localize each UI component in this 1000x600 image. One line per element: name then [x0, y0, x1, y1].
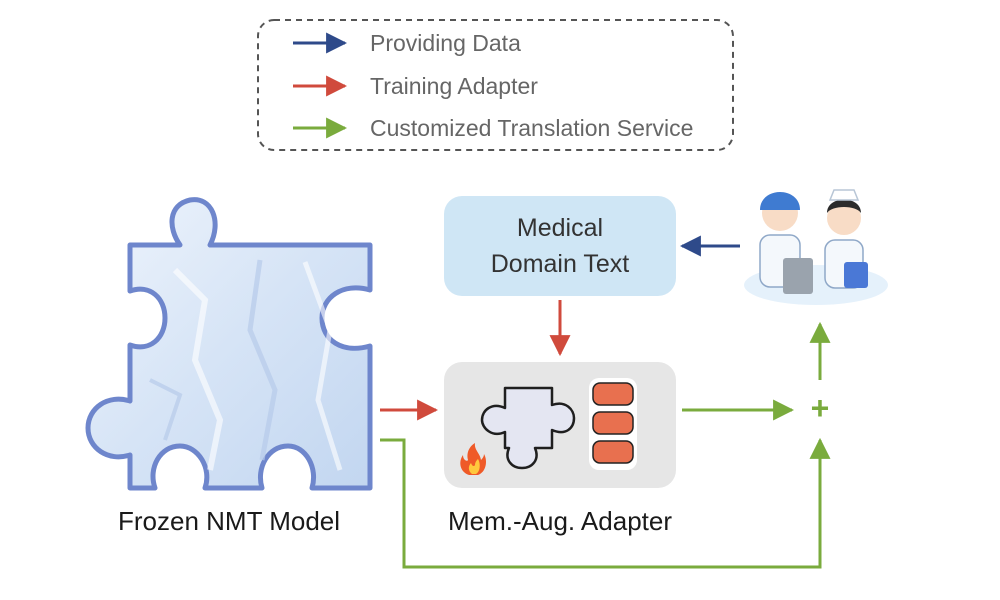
legend-label-training-adapter: Training Adapter: [370, 73, 538, 99]
medical-box-bg: [444, 196, 676, 296]
nurse-hair: [827, 199, 861, 213]
memory-cell: [592, 382, 634, 406]
combine-plus-symbol: +: [811, 390, 830, 426]
ice-streak: [172, 267, 224, 471]
legend-border: [257, 19, 734, 151]
fire-inner: [468, 459, 480, 474]
doctor-cap: [760, 192, 800, 210]
ice-streak: [247, 259, 278, 461]
ice-streak: [149, 378, 183, 441]
medical-text-line2: Domain Text: [491, 250, 630, 278]
nurse-face: [827, 201, 861, 235]
nurse-book: [844, 262, 868, 288]
doctor-nurse-icon: [744, 189, 888, 305]
frozen-nmt-model: Frozen NMT Model: [85, 197, 373, 536]
memory-cell: [592, 440, 634, 464]
legend: Providing Data Training Adapter Customiz…: [257, 19, 734, 151]
medical-domain-text-box: Medical Domain Text: [444, 196, 676, 296]
medical-text-line1: Medical: [517, 214, 603, 242]
legend-label-translation-service: Customized Translation Service: [370, 115, 693, 141]
memory-stack-icon: [589, 378, 637, 470]
arrow-model-to-combine: [380, 437, 831, 569]
puzzle-piece-outline-icon: [480, 386, 576, 470]
ice-streak: [302, 261, 343, 471]
adapter-label: Mem.-Aug. Adapter: [448, 506, 672, 536]
memory-cell: [592, 411, 634, 435]
mem-aug-adapter: Mem.-Aug. Adapter: [444, 362, 676, 536]
legend-label-providing-data: Providing Data: [370, 30, 521, 56]
frozen-model-label: Frozen NMT Model: [118, 506, 340, 536]
puzzle-piece-icon: [85, 197, 373, 491]
clipboard: [783, 258, 813, 294]
fire-icon: [460, 443, 486, 475]
nurse-cap: [828, 189, 860, 201]
